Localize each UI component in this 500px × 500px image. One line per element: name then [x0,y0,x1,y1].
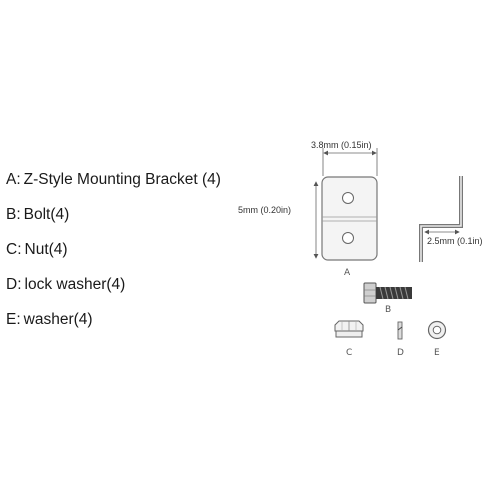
part-separator: : [17,276,22,293]
label-b: B [385,305,392,315]
lock-washer-drawing [397,321,403,340]
label-c: C [346,348,353,358]
bolt-drawing [363,282,412,304]
part-letter: E [6,311,17,328]
part-letter: A [6,171,17,188]
part-item-a: A:Z-Style Mounting Bracket (4) [6,168,221,203]
bracket-front-view [321,176,378,261]
label-e: E [434,348,440,358]
part-separator: : [16,206,21,223]
part-separator: : [16,171,21,188]
parts-list: A:Z-Style Mounting Bracket (4) B:Bolt(4)… [6,168,221,343]
part-separator: : [17,241,22,258]
part-item-b: B:Bolt(4) [6,203,221,238]
depth-dimension-label: 2.5mm (0.1in) [427,236,483,246]
part-separator: : [16,311,21,328]
part-item-e: E:washer(4) [6,308,221,343]
part-name: Nut(4) [24,241,68,258]
part-name: washer(4) [23,311,93,328]
part-name: lock washer(4) [24,276,126,293]
part-name: Z-Style Mounting Bracket (4) [23,171,221,188]
part-letter: D [6,276,18,293]
part-item-c: C:Nut(4) [6,238,221,273]
label-a: A [344,268,351,278]
nut-drawing [334,320,364,338]
part-letter: B [6,206,17,223]
washer-drawing [427,320,447,340]
height-dimension-label: 5mm (0.20in) [238,205,292,215]
part-letter: C [6,241,18,258]
label-d: D [397,348,404,358]
part-item-d: D:lock washer(4) [6,273,221,308]
width-dimension-line [322,148,378,176]
width-dimension-label: 3.8mm (0.15in) [311,140,372,150]
bracket-side-view [419,176,463,262]
part-name: Bolt(4) [23,206,70,223]
